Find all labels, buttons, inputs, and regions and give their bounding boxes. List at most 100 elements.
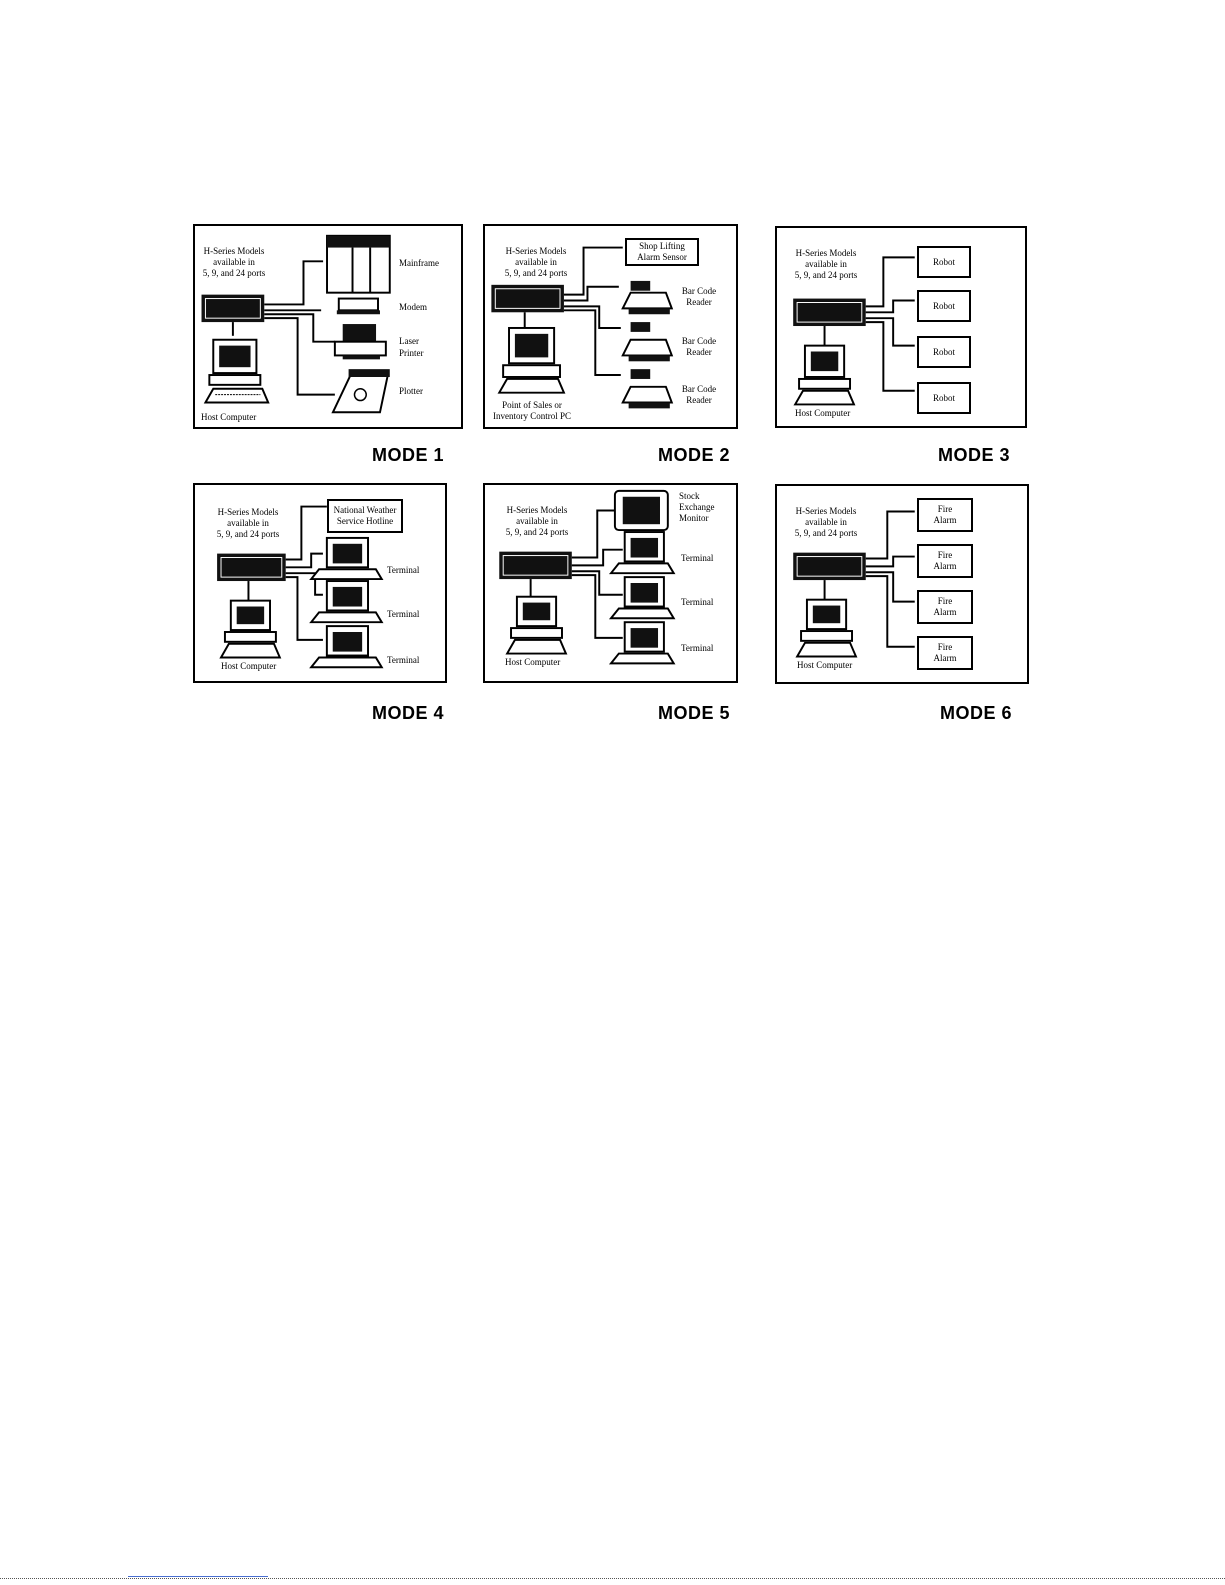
switch-box-icon bbox=[217, 553, 286, 582]
plotter-icon bbox=[331, 369, 390, 414]
mode-5-wiring bbox=[499, 489, 676, 665]
header-line-3: 5, 9, and 24 ports bbox=[794, 270, 858, 280]
fire-alarm-label-line: Fire bbox=[937, 550, 953, 560]
device-label-terminal-2: Terminal bbox=[387, 609, 420, 619]
mode-5-label: MODE 5 bbox=[658, 703, 731, 723]
robot-box-2: Robot bbox=[917, 290, 971, 322]
switch-box-icon bbox=[201, 294, 265, 323]
host-computer-icon bbox=[203, 338, 270, 404]
host-computer-icon bbox=[795, 598, 858, 658]
modem-icon bbox=[336, 297, 380, 315]
footer-dotted-rule bbox=[0, 1578, 1225, 1579]
bar-code-reader-icon bbox=[621, 369, 674, 409]
header-line-3: 5, 9, and 24 ports bbox=[794, 528, 858, 538]
fire-alarm-box-3: Fire Alarm bbox=[917, 590, 973, 624]
laser-printer-icon bbox=[333, 324, 387, 360]
device-label-line: Reader bbox=[686, 395, 712, 405]
header-line-1: H-Series Models bbox=[217, 507, 279, 517]
mainframe-icon bbox=[326, 234, 391, 294]
mode-4-label: MODE 4 bbox=[372, 703, 445, 723]
fire-alarm-label-line: Alarm bbox=[933, 561, 957, 571]
header-line-1: H-Series Models bbox=[795, 248, 857, 258]
stock-exchange-monitor-icon bbox=[613, 489, 669, 532]
mode-2-label: MODE 2 bbox=[658, 445, 731, 465]
device-label-terminal-3: Terminal bbox=[387, 655, 420, 665]
mode-2-diagram: H-Series Models available in 5, 9, and 2… bbox=[483, 224, 738, 429]
device-label-line: Bar Code bbox=[681, 384, 717, 394]
header-line-1: H-Series Models bbox=[203, 246, 265, 256]
device-label-line: Reader bbox=[686, 347, 712, 357]
terminal-icon bbox=[309, 580, 384, 624]
fire-alarm-label-line: Alarm bbox=[933, 607, 957, 617]
device-label-laser: Laser bbox=[399, 336, 419, 346]
robot-box-1: Robot bbox=[917, 246, 971, 278]
header-line-3: 5, 9, and 24 ports bbox=[504, 268, 568, 278]
mode-4-wiring bbox=[217, 505, 384, 669]
device-label-terminal-2: Terminal bbox=[681, 597, 714, 607]
mode-3-label: MODE 3 bbox=[938, 445, 1011, 465]
host-label: Host Computer bbox=[797, 660, 853, 670]
mode-3-diagram: H-Series Models available in 5, 9, and 2… bbox=[775, 226, 1027, 428]
device-label-terminal-1: Terminal bbox=[387, 565, 420, 575]
fire-alarm-label-line: Alarm bbox=[933, 515, 957, 525]
switch-box-icon bbox=[499, 551, 572, 580]
header-text: H-Series Models available in 5, 9, and 2… bbox=[199, 246, 269, 279]
monitor-label-line-3: Monitor bbox=[679, 513, 709, 523]
host-label: Host Computer bbox=[505, 657, 561, 667]
mode-6-label: MODE 6 bbox=[940, 703, 1013, 723]
monitor-label-line-1: Stock bbox=[679, 491, 700, 501]
device-label-mainframe: Mainframe bbox=[399, 258, 439, 268]
host-computer-icon bbox=[505, 595, 568, 655]
mode-1-diagram: H-Series Models available in 5, 9, and 2… bbox=[193, 224, 463, 429]
device-label-terminal-1: Terminal bbox=[681, 553, 714, 563]
host-label: Host Computer bbox=[795, 408, 851, 418]
header-text: H-Series Models available in 5, 9, and 2… bbox=[783, 506, 869, 539]
robot-box-3: Robot bbox=[917, 336, 971, 368]
switch-box-icon bbox=[793, 298, 866, 327]
host-computer-icon bbox=[793, 344, 856, 406]
fire-alarm-box-2: Fire Alarm bbox=[917, 544, 973, 578]
mode-1-label: MODE 1 bbox=[372, 445, 445, 465]
bar-code-reader-icon bbox=[621, 322, 674, 362]
device-label-line: Bar Code bbox=[681, 286, 717, 296]
host-label-line-2: Inventory Control PC bbox=[493, 411, 571, 421]
header-line-2: available in bbox=[805, 517, 847, 527]
weather-hotline-box: National Weather Service Hotline bbox=[327, 499, 403, 533]
device-label-bar-code-2: Bar Code Reader bbox=[679, 336, 719, 358]
header-line-2: available in bbox=[805, 259, 847, 269]
header-text: H-Series Models available in 5, 9, and 2… bbox=[491, 246, 581, 279]
header-line-2: available in bbox=[213, 257, 255, 267]
header-text: H-Series Models available in 5, 9, and 2… bbox=[205, 507, 291, 540]
header-line-3: 5, 9, and 24 ports bbox=[505, 527, 569, 537]
mode-5-diagram: H-Series Models available in 5, 9, and 2… bbox=[483, 483, 738, 683]
host-label: Host Computer bbox=[221, 661, 277, 671]
host-label: Point of Sales or Inventory Control PC bbox=[485, 400, 579, 422]
device-label-bar-code-3: Bar Code Reader bbox=[679, 384, 719, 406]
host-label: Host Computer bbox=[201, 412, 257, 422]
service-label-line-1: National Weather bbox=[333, 505, 397, 515]
mode-1-wiring bbox=[201, 234, 391, 414]
terminal-icon bbox=[608, 576, 676, 620]
switch-box-icon bbox=[491, 284, 564, 313]
device-label-line: Bar Code bbox=[681, 336, 717, 346]
mode-3-wiring bbox=[793, 256, 915, 406]
fire-alarm-label-line: Fire bbox=[937, 642, 953, 652]
sensor-label-line-1: Shop Lifting bbox=[639, 241, 685, 251]
header-text: H-Series Models available in 5, 9, and 2… bbox=[783, 248, 869, 281]
device-label-terminal-3: Terminal bbox=[681, 643, 714, 653]
header-line-2: available in bbox=[515, 257, 557, 267]
terminal-icon bbox=[309, 536, 384, 581]
fire-alarm-label-line: Alarm bbox=[933, 653, 957, 663]
header-text: H-Series Models available in 5, 9, and 2… bbox=[491, 505, 583, 538]
header-line-3: 5, 9, and 24 ports bbox=[202, 268, 266, 278]
terminal-icon bbox=[608, 531, 676, 575]
shop-lifting-sensor-box: Shop Lifting Alarm Sensor bbox=[625, 238, 699, 266]
monitor-label: Stock Exchange Monitor bbox=[679, 491, 714, 524]
fire-alarm-box-1: Fire Alarm bbox=[917, 498, 973, 532]
mode-2-wiring bbox=[491, 246, 674, 409]
header-line-3: 5, 9, and 24 ports bbox=[216, 529, 280, 539]
sensor-label-line-2: Alarm Sensor bbox=[637, 252, 687, 262]
mode-6-diagram: H-Series Models available in 5, 9, and 2… bbox=[775, 484, 1029, 684]
header-line-1: H-Series Models bbox=[506, 505, 568, 515]
mode-4-diagram: H-Series Models available in 5, 9, and 2… bbox=[193, 483, 447, 683]
